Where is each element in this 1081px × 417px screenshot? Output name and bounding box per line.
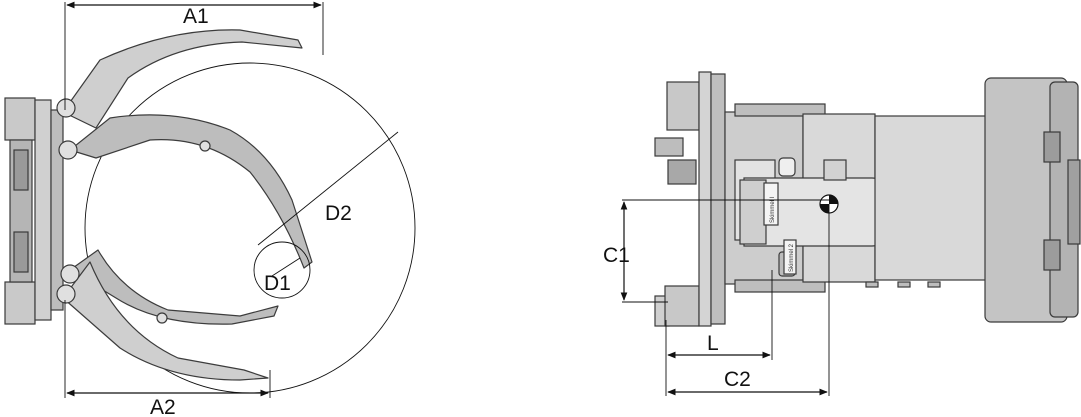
label-l: L xyxy=(707,332,719,355)
flange-plate-2 xyxy=(710,73,726,325)
mount-plate xyxy=(4,97,64,325)
label-c2: C2 xyxy=(724,368,751,391)
label-d2: D2 xyxy=(325,202,352,225)
upper-arm-outer xyxy=(62,29,303,129)
lower-arm-inner xyxy=(69,249,279,325)
badge-right-text: Skimmel 2 xyxy=(789,243,795,272)
label-c1: C1 xyxy=(603,244,630,267)
badge-left xyxy=(763,182,779,226)
badge-right xyxy=(783,239,797,275)
side-view: Skimmel I Skimmel 2 C1 L C2 xyxy=(603,71,1081,396)
flange-plate-1 xyxy=(698,71,712,327)
pivot-pins xyxy=(56,98,211,324)
label-a2: A2 xyxy=(150,396,176,417)
grip-circle-d1 xyxy=(253,241,311,299)
lower-arm-outer xyxy=(62,261,269,381)
side-brackets xyxy=(654,81,700,327)
badge-left-text: Skimmel I xyxy=(770,196,776,223)
d1-radius-line xyxy=(271,257,301,277)
d2-radius-line xyxy=(257,131,399,246)
upper-arm-inner xyxy=(69,114,313,269)
label-a1: A1 xyxy=(183,5,209,28)
label-d1: D1 xyxy=(264,272,291,295)
front-view: D2 D1 A1 A2 xyxy=(4,1,416,417)
